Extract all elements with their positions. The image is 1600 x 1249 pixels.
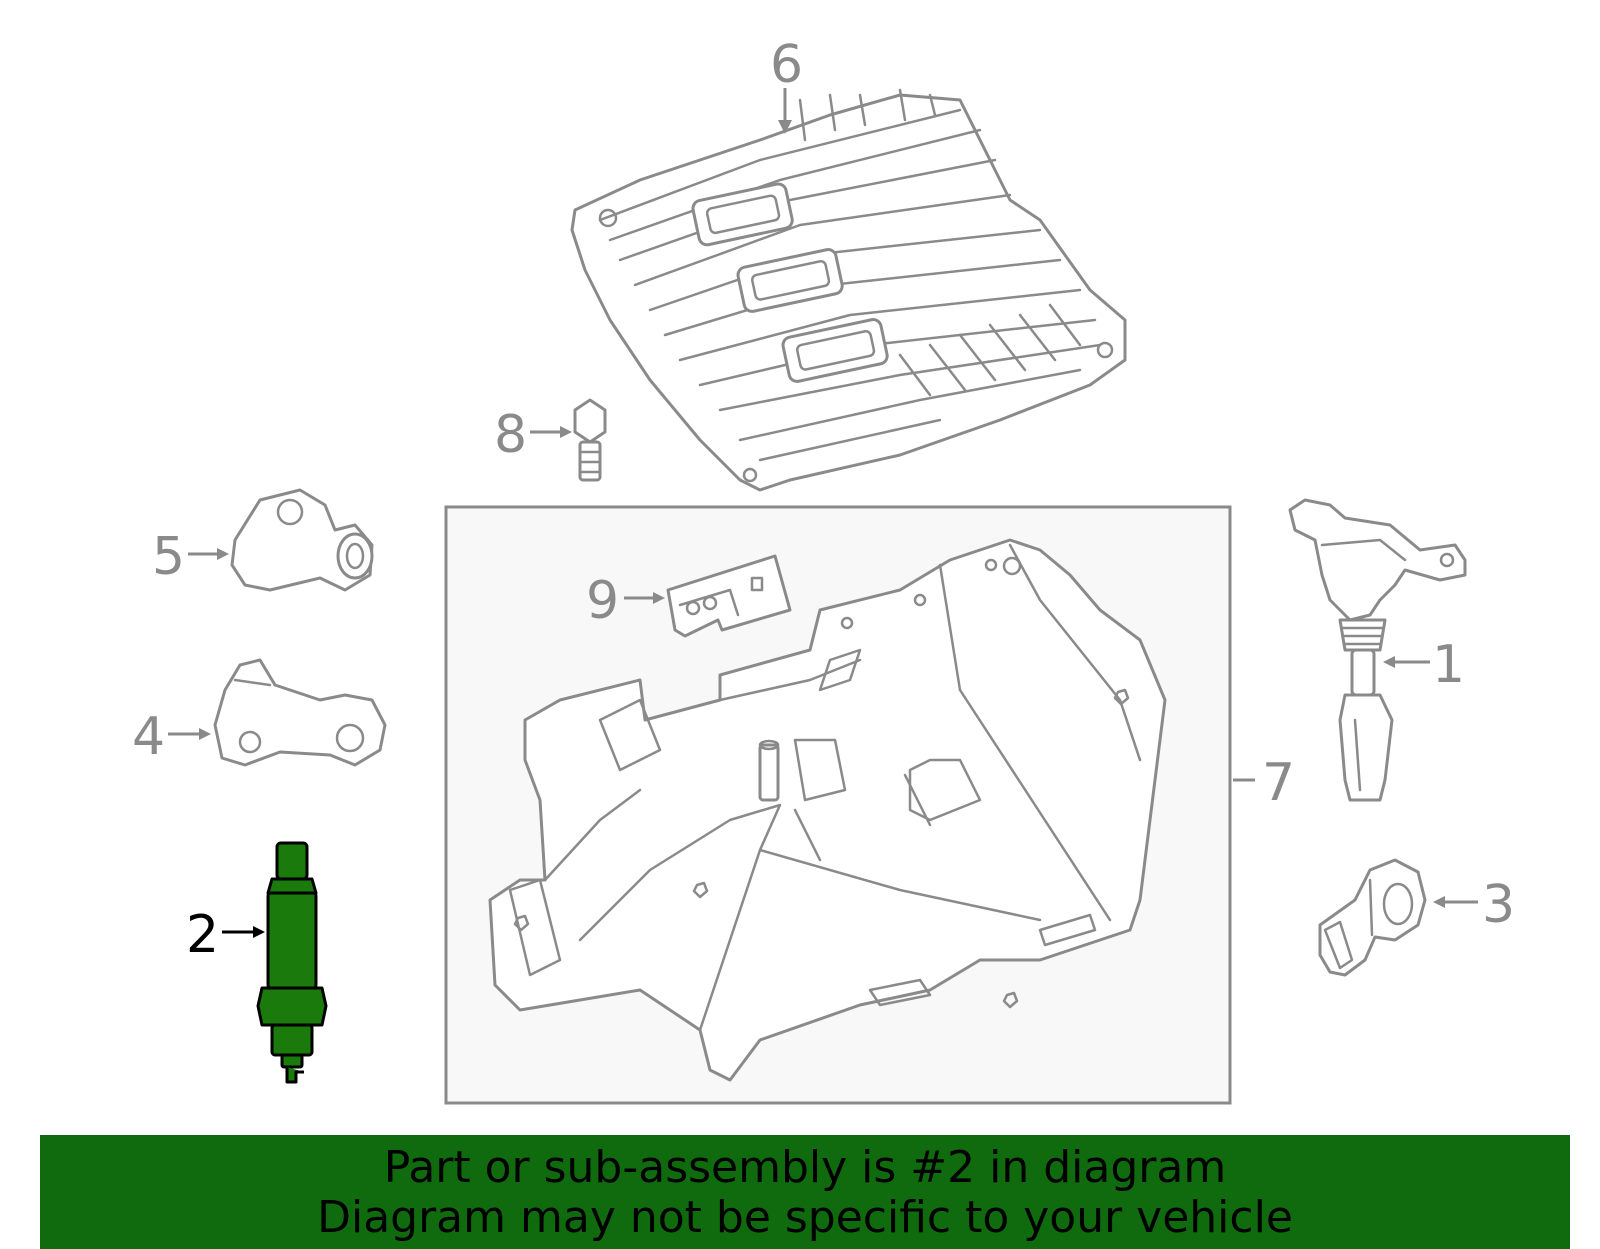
part-1-ignition-coil[interactable] <box>1288 498 1467 802</box>
part-7-module-bracket[interactable] <box>488 538 1167 1082</box>
leader-arrowhead-5 <box>217 548 229 560</box>
banner-line-part-number: Part or sub-assembly is #2 in diagram <box>383 1142 1227 1193</box>
part-6-ecm-module[interactable] <box>570 88 1127 492</box>
leader-arrowhead-2 <box>253 926 265 938</box>
leader-arrowhead-6 <box>778 120 792 134</box>
notice-banner: Part or sub-assembly is #2 in diagram Di… <box>40 1135 1570 1249</box>
part-2-oxygen-sensor[interactable] <box>256 841 328 1084</box>
leader-arrowhead-3 <box>1433 896 1445 908</box>
part-9-connector[interactable] <box>666 554 792 638</box>
banner-line-disclaimer: Diagram may not be specific to your vehi… <box>317 1192 1293 1243</box>
part-8-bolt[interactable] <box>573 398 607 482</box>
part-5-position-sensor[interactable] <box>230 488 374 592</box>
callout-2[interactable]: 2 <box>186 905 219 965</box>
callout-7[interactable]: 7 <box>1262 753 1295 813</box>
callout-9[interactable]: 9 <box>586 571 619 631</box>
callout-8[interactable]: 8 <box>494 405 527 465</box>
part-4-position-sensor[interactable] <box>213 658 387 767</box>
part-3-knock-sensor[interactable] <box>1318 858 1427 977</box>
leader-arrowhead-4 <box>199 728 211 740</box>
callout-1[interactable]: 1 <box>1432 635 1465 695</box>
callout-5[interactable]: 5 <box>152 527 185 587</box>
callout-6[interactable]: 6 <box>770 35 803 95</box>
callout-4[interactable]: 4 <box>132 707 165 767</box>
leader-arrowhead-1 <box>1383 656 1395 668</box>
leader-arrowhead-8 <box>560 426 572 438</box>
callout-3[interactable]: 3 <box>1482 875 1515 935</box>
leader-arrowhead-9 <box>653 592 665 604</box>
